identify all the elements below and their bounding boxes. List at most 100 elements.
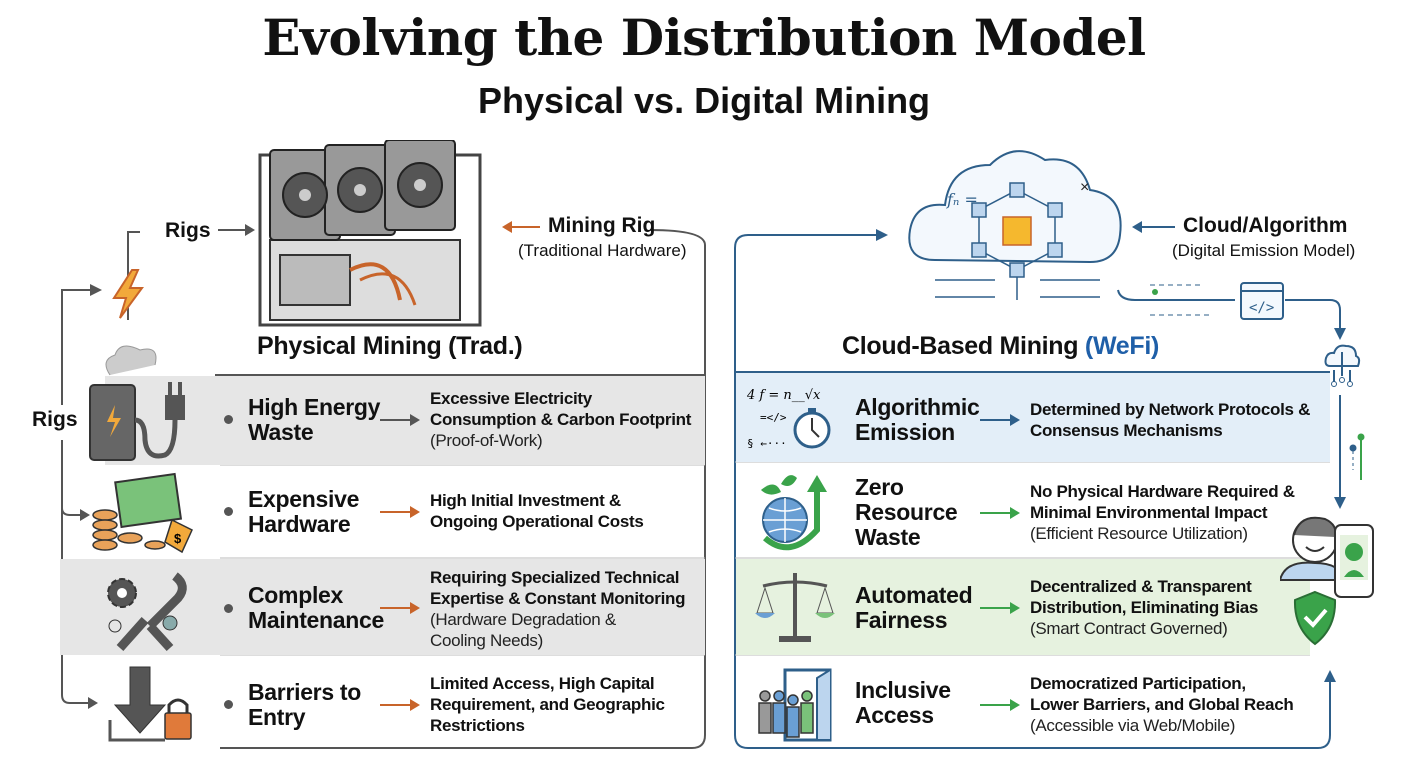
cloud-algorithm-icon: fₙ = × (908, 150, 1122, 300)
label-line: Fairness (855, 607, 948, 633)
arrow-right (980, 507, 1020, 519)
row-desc-zero-waste: No Physical Hardware Required & Minimal E… (1030, 481, 1295, 544)
justice-scale-icon (755, 573, 835, 642)
label-line: Hardware (248, 511, 351, 537)
label-line: Inclusive (855, 677, 951, 703)
shield-check-icon (1293, 590, 1337, 646)
label-line: High Energy (248, 394, 381, 420)
label-line: Entry (248, 704, 306, 730)
svg-text:4 f = n__√x: 4 f = n__√x (746, 388, 821, 403)
rigs-label-side: Rigs (32, 408, 78, 431)
mobile-user-icon (1280, 516, 1374, 598)
page-title: Evolving the Distribution Model (262, 8, 1146, 67)
arrow-right (980, 602, 1020, 614)
row-bg-fairness (736, 559, 1310, 655)
page-subtitle: Physical vs. Digital Mining (477, 80, 931, 121)
row-bg-algorithmic (736, 373, 1330, 462)
cloud-section-title-main: Cloud-Based Mining (842, 332, 1079, 360)
arrow-right (380, 414, 420, 426)
bullet (224, 604, 233, 613)
physical-section-title: Physical Mining (Trad.) (257, 332, 523, 360)
label-line: Zero (855, 474, 904, 500)
desc-line: No Physical Hardware Required & (1030, 482, 1295, 501)
desc-line: Minimal Environmental Impact (1030, 503, 1268, 522)
arrow-right (380, 506, 420, 518)
desc-line: Restrictions (430, 716, 525, 735)
svg-text:=</>: =</> (760, 411, 787, 424)
desc-line: Requirement, and Geographic (430, 695, 665, 714)
desc-note: (Accessible via Web/Mobile) (1030, 716, 1236, 735)
desc-line: High Initial Investment & (430, 491, 621, 510)
desc-line: Excessive Electricity (430, 389, 592, 408)
desc-note: Cooling Needs) (430, 631, 543, 650)
svg-text:×: × (1080, 179, 1089, 196)
label-line: Emission (855, 419, 955, 445)
label-line: Access (855, 702, 934, 728)
desc-line: Distribution, Eliminating Bias (1030, 598, 1259, 617)
cloud-callout-sub: (Digital Emission Model) (1172, 241, 1356, 260)
formula-stopwatch-icon: 4 f = n__√x =</> § ←··· (746, 388, 831, 450)
lightning-icon (112, 269, 144, 319)
row-desc-algorithmic: Determined by Network Protocols &Consens… (1030, 399, 1310, 441)
cloud-network-icon (1324, 344, 1361, 387)
mining-rig-icon (258, 140, 482, 327)
desc-line: Ongoing Operational Costs (430, 512, 644, 531)
bullet (224, 700, 233, 709)
cloud-callout-title: Cloud/Algorithm (1183, 214, 1348, 237)
arrow-right (980, 699, 1020, 711)
label-line: Automated (855, 582, 973, 608)
label-line: Maintenance (248, 607, 385, 633)
arrow-right (980, 414, 1020, 426)
row-desc-inclusive: Democratized Participation, Lower Barrier… (1030, 673, 1294, 736)
svg-text:fₙ =: fₙ = (946, 190, 978, 209)
oil-barrel-plug-icon (89, 345, 185, 461)
label-line: Waste (855, 524, 921, 550)
cloud-section-title-accent: (WeFi) (1084, 332, 1160, 360)
desc-line: Limited Access, High Capital (430, 674, 655, 693)
cloud-section-title: Cloud-Based Mining (WeFi) (842, 332, 1159, 361)
row-desc-hardware: High Initial Investment & Ongoing Operati… (430, 490, 644, 532)
desc-line: Expertise & Constant Monitoring (430, 589, 686, 608)
mining-rig-callout-title: Mining Rig (548, 214, 656, 237)
desc-line: Consensus Mechanisms (1030, 421, 1223, 440)
desc-note: (Smart Contract Governed) (1030, 619, 1228, 638)
label-line: Barriers to (248, 679, 362, 705)
people-door-icon (758, 668, 832, 742)
label-line: Waste (248, 419, 314, 445)
globe-growth-icon (761, 475, 827, 551)
desc-note: (Proof-of-Work) (430, 431, 543, 450)
arrow-right (380, 699, 420, 711)
svg-text:$: $ (174, 531, 182, 546)
desc-line: Requiring Specialized Technical (430, 568, 680, 587)
download-lock-icon (108, 666, 192, 742)
bullet (224, 415, 233, 424)
mining-rig-callout-sub: (Traditional Hardware) (518, 241, 687, 260)
desc-note: (Hardware Degradation & (430, 610, 616, 629)
label-line: Complex (248, 582, 344, 608)
broken-tools-icon (107, 572, 187, 652)
bullet (224, 507, 233, 516)
desc-note: (Efficient Resource Utilization) (1030, 524, 1248, 543)
label-line: Algorithmic (855, 394, 980, 420)
desc-line: Decentralized & Transparent (1030, 577, 1252, 596)
label-line: Expensive (248, 486, 360, 512)
svg-text:§ ←···: § ←··· (747, 437, 787, 450)
money-stack-icon: $ (92, 472, 193, 554)
desc-line: Democratized Participation, (1030, 674, 1246, 693)
desc-line: Consumption & Carbon Footprint (430, 410, 692, 429)
label-line: Resource (855, 499, 958, 525)
desc-line: Lower Barriers, and Global Reach (1030, 695, 1294, 714)
arrow-right (380, 602, 420, 614)
